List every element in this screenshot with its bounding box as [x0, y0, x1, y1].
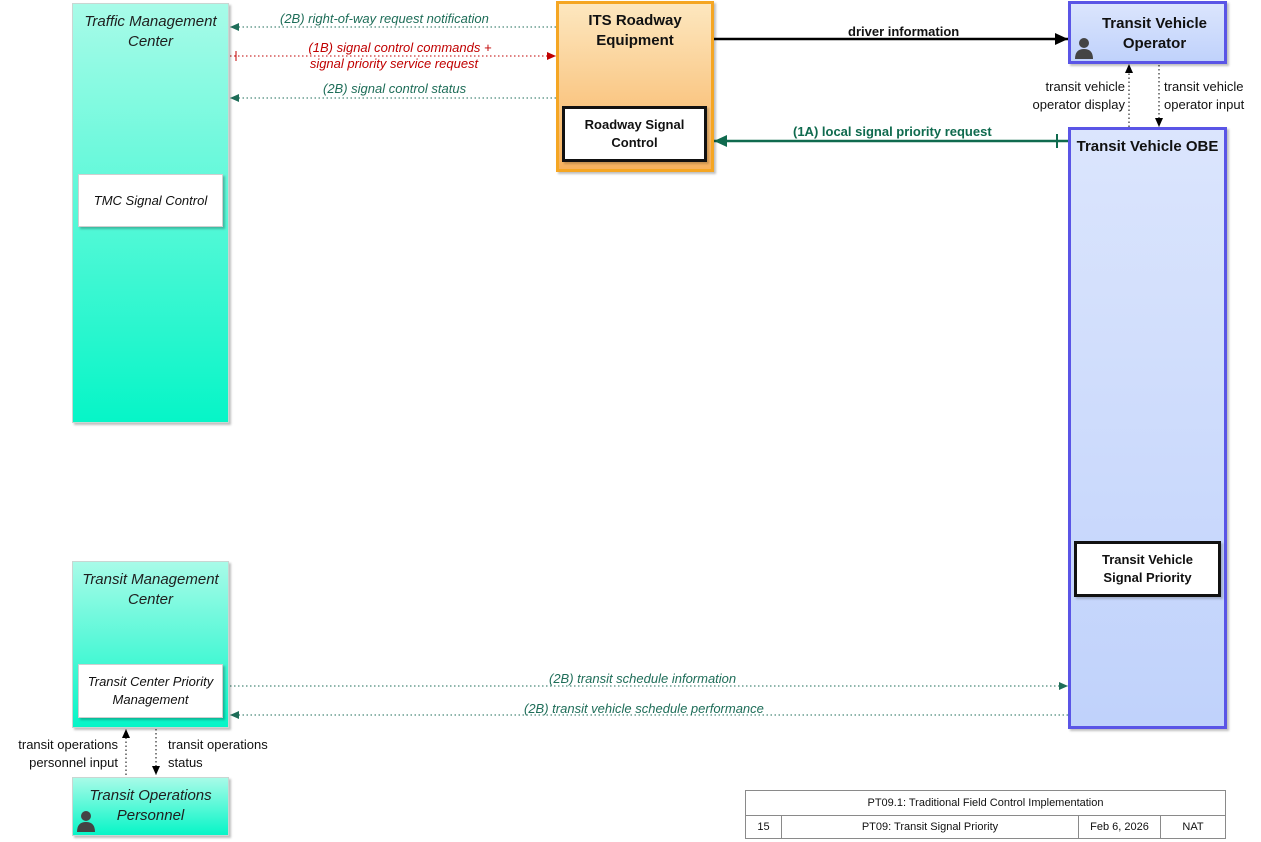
flow-local-priority-label: (1A) local signal priority request [793, 124, 992, 139]
title-block-number: 15 [746, 815, 782, 839]
roadway-signal-control-label: Roadway Signal Control [584, 117, 685, 150]
flow-operator-input-label: transit vehicle operator input [1164, 78, 1244, 114]
flow-right-of-way-label: (2B) right-of-way request notification [280, 11, 489, 26]
flow-signal-status-label: (2B) signal control status [323, 81, 467, 96]
transit-center-priority-management[interactable]: Transit Center Priority Management [78, 664, 223, 718]
transit-vehicle-operator[interactable]: Transit Vehicle Operator [1068, 1, 1227, 64]
flow-operator-display-line2: operator display [1032, 97, 1126, 112]
transit-vehicle-obe[interactable]: Transit Vehicle OBE [1068, 127, 1227, 729]
flow-personnel-input-line1: transit operations [18, 737, 118, 752]
person-icon [77, 811, 95, 832]
title-block: PT09.1: Traditional Field Control Implem… [745, 790, 1226, 839]
flow-personnel-status-label: transit operations status [168, 736, 268, 772]
traffic-management-center-title: Traffic Management Center [84, 13, 217, 50]
flow-operator-display-line1: transit vehicle [1045, 79, 1125, 94]
transit-vehicle-signal-priority[interactable]: Transit Vehicle Signal Priority [1074, 541, 1221, 597]
transit-operations-personnel-title: Transit Operations Personnel [89, 787, 212, 824]
flow-operator-input-line1: transit vehicle [1164, 79, 1244, 94]
flow-signal-commands-line1: (1B) signal control commands + [308, 40, 492, 55]
flow-operator-display-label: transit vehicle operator display [1020, 78, 1126, 114]
roadway-signal-control[interactable]: Roadway Signal Control [562, 106, 707, 162]
flow-schedule-performance-label: (2B) transit vehicle schedule performanc… [524, 701, 764, 716]
transit-vehicle-signal-priority-label: Transit Vehicle Signal Priority [1101, 552, 1194, 585]
transit-operations-personnel[interactable]: Transit Operations Personnel [72, 777, 229, 836]
flow-personnel-input-line2: personnel input [29, 755, 118, 770]
flow-personnel-input-label: transit operations personnel input [4, 736, 118, 772]
title-block-date: Feb 6, 2026 [1079, 815, 1161, 839]
transit-center-priority-label: Transit Center Priority Management [87, 674, 214, 707]
transit-management-center-title: Transit Management Center [82, 571, 219, 608]
flow-schedule-info-label: (2B) transit schedule information [549, 671, 737, 686]
title-block-service: PT09: Transit Signal Priority [782, 815, 1079, 839]
flow-personnel-status-line2: status [168, 755, 203, 770]
tmc-signal-control[interactable]: TMC Signal Control [78, 174, 223, 227]
flow-personnel-status-line1: transit operations [168, 737, 268, 752]
title-block-title: PT09.1: Traditional Field Control Implem… [746, 791, 1225, 816]
person-icon [1075, 38, 1093, 59]
flow-signal-commands-line2: signal priority service request [309, 56, 479, 71]
flow-driver-info-label: driver information [848, 24, 960, 39]
transit-vehicle-operator-title: Transit Vehicle Operator [1101, 15, 1208, 52]
transit-vehicle-obe-title: Transit Vehicle OBE [1076, 138, 1219, 155]
its-roadway-equipment-title: ITS Roadway Equipment [588, 12, 682, 49]
flow-signal-commands-label: (1B) signal control commands + signal pr… [300, 40, 500, 72]
title-block-scope: NAT [1182, 821, 1204, 833]
tmc-signal-control-label: TMC Signal Control [93, 192, 208, 208]
flow-operator-input-line2: operator input [1164, 97, 1245, 112]
